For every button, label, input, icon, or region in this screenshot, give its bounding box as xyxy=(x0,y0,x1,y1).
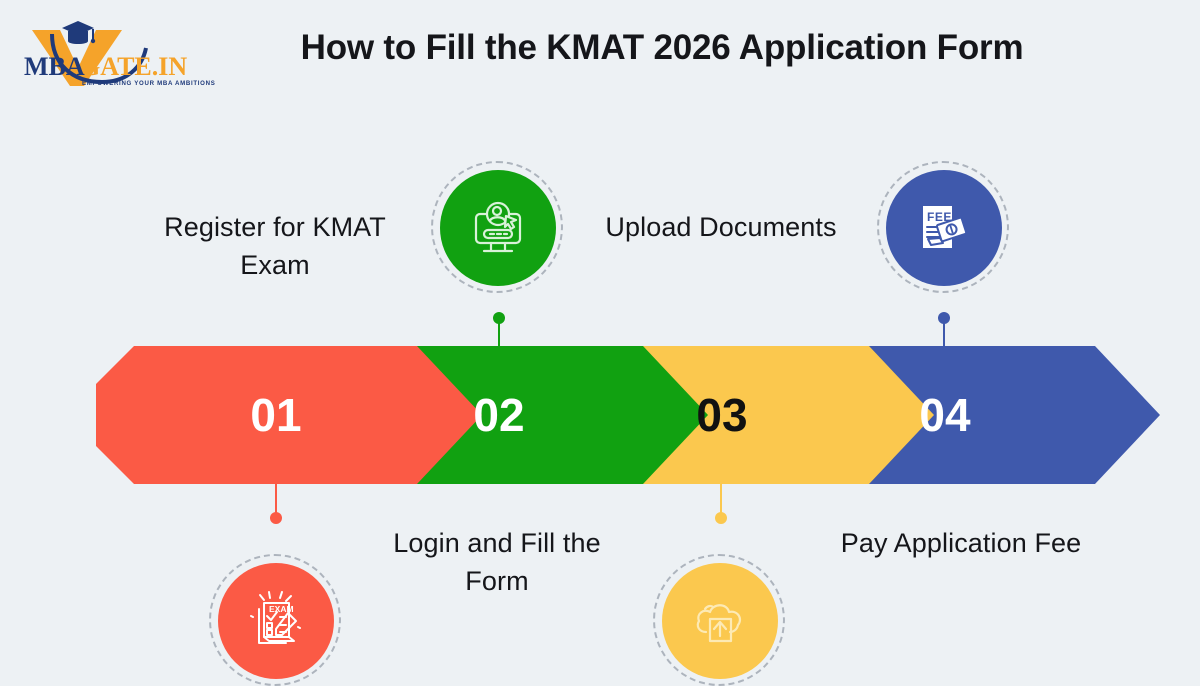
mbagate-logo: MBA GATE.IN EMPOWERING YOUR MBA AMBITION… xyxy=(18,12,218,90)
step-2-number: 02 xyxy=(473,389,524,441)
step-3-label: Upload Documents xyxy=(605,212,837,242)
icon-disc xyxy=(440,170,556,286)
step-1-arrow[interactable] xyxy=(96,346,482,484)
dashed-ring xyxy=(431,161,563,293)
monitor-user-login-icon xyxy=(474,201,522,253)
cloud-upload-icon xyxy=(696,604,742,643)
step-3-icon-medallion[interactable] xyxy=(653,554,785,686)
exam-icon-text: EXAM xyxy=(269,604,294,614)
step-1-label: Register for KMAT Exam xyxy=(164,212,386,281)
step-4-label: Pay Application Fee xyxy=(840,528,1082,558)
step-1-connector xyxy=(270,468,282,524)
connector-stem xyxy=(498,322,500,368)
logo-artwork: MBA GATE.IN EMPOWERING YOUR MBA AMBITION… xyxy=(24,21,216,87)
connector-stem xyxy=(720,468,722,514)
connector-dot xyxy=(493,312,505,324)
logo-tagline: EMPOWERING YOUR MBA AMBITIONS xyxy=(82,80,216,87)
exam-clipboard-pencil-icon: EXAM xyxy=(250,591,301,644)
step-4-connector xyxy=(938,312,950,368)
step-1-number: 01 xyxy=(250,389,301,441)
dashed-ring xyxy=(877,161,1009,293)
page-title: How to Fill the KMAT 2026 Application Fo… xyxy=(300,28,1024,67)
step-3-number: 03 xyxy=(696,389,747,441)
logo-text-mba: MBA xyxy=(24,52,85,81)
step-4-icon-medallion[interactable]: FEE xyxy=(877,161,1009,293)
step-4-number: 04 xyxy=(919,389,971,441)
connector-stem xyxy=(275,468,277,514)
logo-text-gate: GATE.IN xyxy=(80,52,187,81)
icon-disc xyxy=(218,563,334,679)
step-2-connector xyxy=(493,312,505,368)
connector-dot xyxy=(938,312,950,324)
step-2-icon-medallion[interactable] xyxy=(431,161,563,293)
fee-icon-text: FEE xyxy=(927,210,952,224)
connector-dot xyxy=(270,512,282,524)
connector-dot xyxy=(715,512,727,524)
step-2-label: Login and Fill the Form xyxy=(393,528,601,597)
step-3-connector xyxy=(715,468,727,524)
process-arrow-band: 01 02 03 04 xyxy=(0,330,1200,500)
fee-invoice-money-icon: FEE xyxy=(923,206,968,248)
connector-stem xyxy=(943,322,945,368)
step-1-icon-medallion[interactable]: EXAM xyxy=(209,554,341,686)
